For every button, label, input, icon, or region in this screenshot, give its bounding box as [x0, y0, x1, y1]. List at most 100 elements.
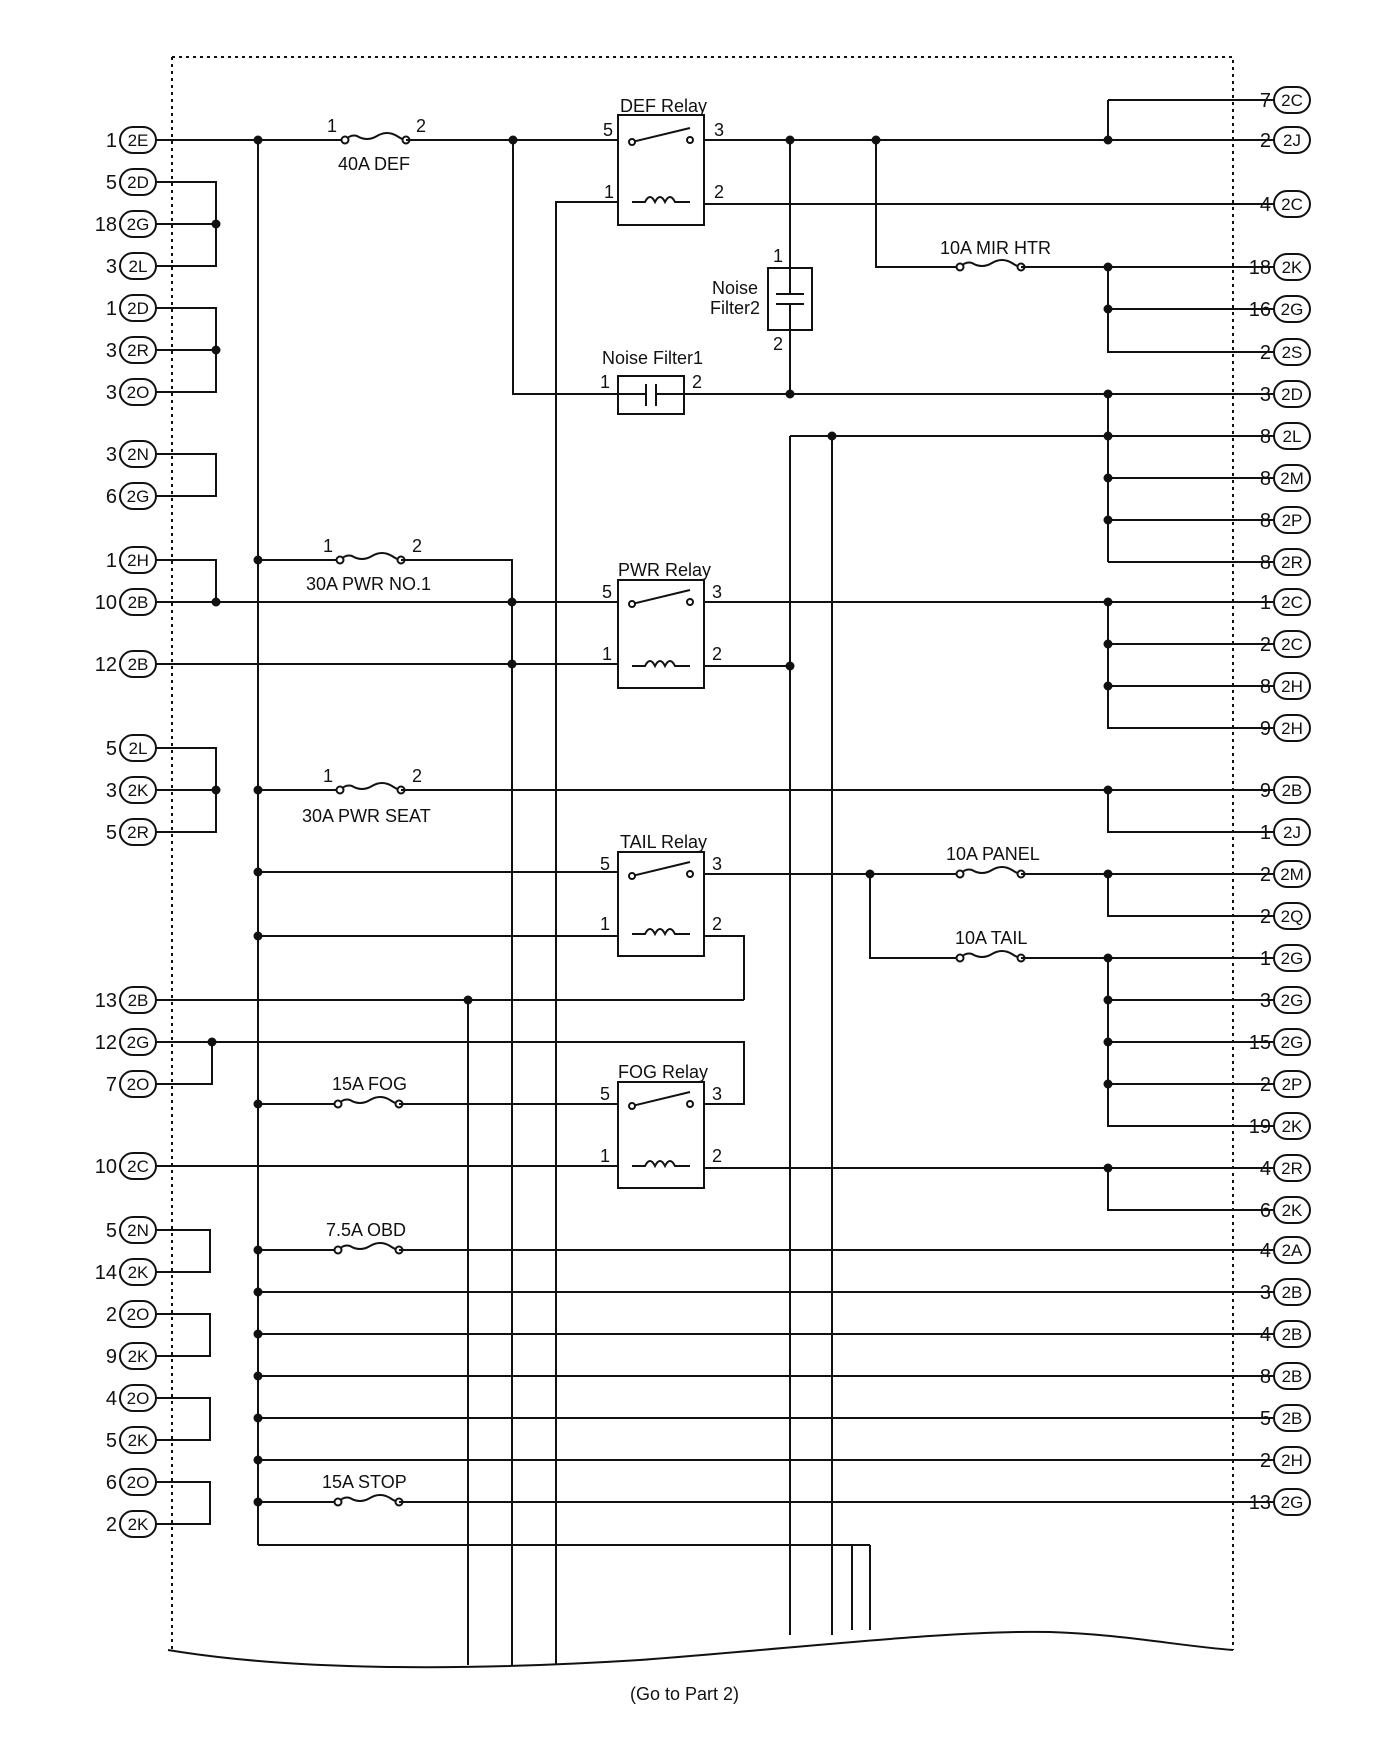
- fuse-7-5a-obd-symbol: [337, 1242, 400, 1251]
- label-fog-relay: FOG Relay: [618, 1062, 708, 1082]
- label-fuse-30a-pwr-no1: 30A PWR NO.1: [306, 574, 431, 594]
- left-connector-19-pin: 5: [106, 1220, 117, 1242]
- left-connector-23-code: 2O: [127, 1389, 150, 1408]
- wire-def-coil-2c: [555, 201, 618, 1665]
- tail-relay: [617, 851, 705, 957]
- left-connector-24-code: 2K: [128, 1431, 149, 1450]
- svg-text:2: 2: [712, 644, 722, 664]
- right-connector-26-code: 2A: [1282, 1241, 1303, 1260]
- fuse-10a-panel-symbol: [959, 866, 1022, 875]
- right-connector-31-code: 2H: [1281, 1451, 1303, 1470]
- left-connector-16-code: 2G: [127, 1033, 150, 1052]
- label-pwr-relay: PWR Relay: [618, 560, 711, 580]
- left-connector-25-code: 2O: [127, 1473, 150, 1492]
- svg-text:1: 1: [600, 1146, 610, 1166]
- left-connector-12-code: 2L: [129, 739, 148, 758]
- fuse-15a-fog-symbol: [337, 1096, 400, 1105]
- svg-text:5: 5: [600, 854, 610, 874]
- left-connector-8-code: 2G: [127, 487, 150, 506]
- label-fuse-7-5a-obd: 7.5A OBD: [326, 1220, 406, 1240]
- left-connector-5-code: 2R: [127, 341, 149, 360]
- right-connector-16-code: 2J: [1283, 823, 1301, 842]
- label-noise-filter2-a: Noise: [712, 278, 758, 298]
- svg-text:1: 1: [600, 372, 610, 392]
- svg-text:1: 1: [773, 246, 783, 266]
- left-connector-1-code: 2D: [127, 173, 149, 192]
- label-fuse-10a-tail: 10A TAIL: [955, 928, 1027, 948]
- left-connector-2-pin: 18: [95, 214, 117, 236]
- fog-relay: [617, 1081, 705, 1189]
- left-connector-22-code: 2K: [128, 1347, 149, 1366]
- left-connector-15-code: 2B: [128, 991, 149, 1010]
- right-connector-13-code: 2H: [1281, 677, 1303, 696]
- fuse-15a-stop-symbol: [337, 1494, 400, 1503]
- left-connector-26-pin: 2: [106, 1514, 117, 1536]
- label-fuse-10a-panel: 10A PANEL: [946, 844, 1040, 864]
- right-connector-27-code: 2B: [1282, 1283, 1303, 1302]
- left-connector-4-code: 2D: [127, 299, 149, 318]
- right-connector-21-code: 2G: [1281, 1033, 1304, 1052]
- left-connector-18-pin: 10: [95, 1156, 117, 1178]
- right-connector-12-code: 2C: [1281, 635, 1303, 654]
- right-connector-14-code: 2H: [1281, 719, 1303, 738]
- def-relay: [617, 114, 705, 226]
- right-connector-2-code: 2C: [1281, 195, 1303, 214]
- right-connector-24-code: 2R: [1281, 1159, 1303, 1178]
- left-connector-9-code: 2H: [127, 551, 149, 570]
- left-connector-0-pin: 1: [106, 130, 117, 152]
- svg-text:3: 3: [712, 1084, 722, 1104]
- right-connector-9-code: 2P: [1282, 511, 1303, 530]
- left-connector-23-pin: 4: [106, 1388, 117, 1410]
- left-connector-2-code: 2G: [127, 215, 150, 234]
- frame-break-line: [167, 1630, 1234, 1669]
- left-connector-13-pin: 3: [106, 780, 117, 802]
- label-fuse-30a-pwr-seat: 30A PWR SEAT: [302, 806, 431, 826]
- label-fuse-40a-def: 40A DEF: [338, 154, 410, 174]
- left-connector-6-code: 2O: [127, 383, 150, 402]
- fuse-10a-mir-htr-symbol: [959, 259, 1022, 268]
- left-connector-10-pin: 10: [95, 592, 117, 614]
- left-connector-21-code: 2O: [127, 1305, 150, 1324]
- label-fuse-15a-fog: 15A FOG: [332, 1074, 407, 1094]
- left-connector-0-code: 2E: [128, 131, 149, 150]
- left-connector-14-code: 2R: [127, 823, 149, 842]
- svg-text:3: 3: [712, 854, 722, 874]
- svg-text:2: 2: [712, 1146, 722, 1166]
- right-connector-8-code: 2M: [1280, 469, 1304, 488]
- fuse-40a-def-symbol: [344, 132, 407, 141]
- svg-text:1: 1: [604, 182, 614, 202]
- svg-text:1: 1: [323, 766, 333, 786]
- svg-text:2: 2: [714, 182, 724, 202]
- right-connector-5-code: 2S: [1282, 343, 1303, 362]
- left-connector-12-pin: 5: [106, 738, 117, 760]
- svg-text:1: 1: [327, 116, 337, 136]
- fuse-30a-pwr-seat-symbol: [339, 782, 402, 791]
- left-connector-20-pin: 14: [95, 1262, 117, 1284]
- label-noise-filter2-b: Filter2: [710, 298, 760, 318]
- right-connector-1-code: 2J: [1283, 131, 1301, 150]
- def-relay-coil: [632, 196, 690, 205]
- left-connector-11-pin: 12: [95, 654, 117, 676]
- left-connector-11-code: 2B: [128, 655, 149, 674]
- right-connector-30-code: 2B: [1282, 1409, 1303, 1428]
- svg-text:3: 3: [714, 120, 724, 140]
- right-connector-4-code: 2G: [1281, 300, 1304, 319]
- left-connector-17-pin: 7: [106, 1074, 117, 1096]
- left-connector-15-pin: 13: [95, 990, 117, 1012]
- svg-text:5: 5: [603, 120, 613, 140]
- right-connector-28-code: 2B: [1282, 1325, 1303, 1344]
- right-connector-22-code: 2P: [1282, 1075, 1303, 1094]
- label-fuse-15a-stop: 15A STOP: [322, 1472, 407, 1492]
- left-connector-22-pin: 9: [106, 1346, 117, 1368]
- right-connector-32-code: 2G: [1281, 1493, 1304, 1512]
- svg-text:5: 5: [602, 582, 612, 602]
- right-connector-20-code: 2G: [1281, 991, 1304, 1010]
- svg-text:1: 1: [323, 536, 333, 556]
- left-connector-8-pin: 6: [106, 486, 117, 508]
- left-connector-3-pin: 3: [106, 256, 117, 278]
- right-connector-7-code: 2L: [1283, 427, 1302, 446]
- right-connector-11-code: 2C: [1281, 593, 1303, 612]
- right-connector-29-code: 2B: [1282, 1367, 1303, 1386]
- svg-text:2: 2: [692, 372, 702, 392]
